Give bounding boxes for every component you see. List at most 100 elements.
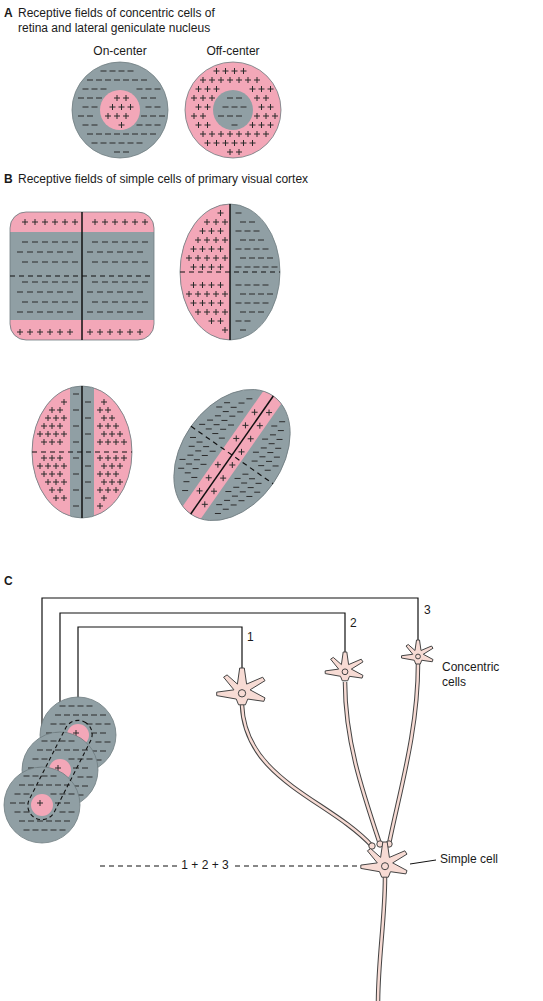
minus-sign [258, 465, 264, 466]
minus-sign [223, 509, 229, 510]
plus-sign [121, 455, 127, 461]
plus-sign [209, 246, 215, 252]
minus-sign [102, 302, 108, 303]
minus-sign [114, 80, 120, 81]
minus-sign [262, 439, 268, 440]
minus-sign [37, 821, 43, 822]
minus-sign [242, 474, 248, 475]
plus-sign [101, 415, 107, 421]
plus-sign [233, 435, 239, 441]
minus-sign [261, 447, 267, 448]
plus-sign [259, 86, 265, 92]
minus-sign [101, 143, 107, 144]
plus-sign [57, 329, 63, 335]
minus-sign [51, 830, 57, 831]
leader-line [410, 860, 436, 864]
plus-sign [218, 228, 224, 234]
minus-sign [110, 71, 116, 72]
plus-sign [87, 329, 93, 335]
axon-core [378, 877, 385, 1001]
dashed-axis [180, 271, 280, 272]
cell-label: Concentric cells [442, 660, 514, 690]
minus-sign [32, 302, 38, 303]
minus-sign [246, 398, 252, 399]
minus-sign [82, 750, 88, 751]
minus-sign [24, 794, 30, 795]
minus-sign [114, 134, 120, 135]
plus-sign [186, 291, 192, 297]
plus-sign [105, 487, 111, 493]
minus-sign [232, 107, 238, 108]
plus-sign [61, 431, 67, 437]
minus-sign [100, 715, 106, 716]
minus-sign [235, 478, 241, 479]
plus-sign [57, 487, 63, 493]
minus-sign [132, 242, 138, 243]
minus-sign [69, 812, 75, 813]
minus-sign [73, 474, 79, 475]
plus-sign [257, 423, 263, 429]
minus-sign [141, 80, 147, 81]
plus-sign [45, 463, 51, 469]
minus-sign [62, 282, 68, 283]
plus-sign [37, 463, 43, 469]
dashed-axis [191, 426, 273, 483]
axon [378, 877, 385, 1001]
minus-sign [62, 262, 68, 263]
minus-sign [51, 776, 57, 777]
plus-sign [268, 122, 274, 128]
minus-sign [227, 98, 233, 99]
plus-sign [250, 86, 256, 92]
plus-sign [227, 149, 233, 155]
cell-label: Simple cell [440, 852, 498, 867]
plus-sign [204, 255, 210, 261]
plus-sign [53, 479, 59, 485]
minus-sign [37, 292, 43, 293]
minus-sign [69, 794, 75, 795]
minus-sign [132, 134, 138, 135]
minus-sign [97, 312, 103, 313]
minus-sign [73, 442, 79, 443]
plus-sign [109, 479, 115, 485]
plus-sign [113, 487, 119, 493]
minus-sign [22, 262, 28, 263]
minus-sign [266, 461, 272, 462]
minus-sign [258, 294, 264, 295]
minus-sign [236, 267, 242, 268]
minus-sign [150, 134, 156, 135]
plus-sign [209, 282, 215, 288]
minus-sign [240, 330, 246, 331]
plus-sign [49, 487, 55, 493]
minus-sign [78, 706, 84, 707]
minus-sign [78, 759, 84, 760]
plus-sign [220, 475, 226, 481]
minus-sign [96, 724, 102, 725]
minus-sign [236, 321, 242, 322]
plus-sign [47, 329, 53, 335]
minus-sign [155, 107, 161, 108]
plus-sign [109, 415, 115, 421]
plus-sign [213, 219, 219, 225]
plus-sign [209, 300, 215, 306]
minus-sign [202, 455, 208, 456]
plus-sign [250, 140, 256, 146]
minus-sign [245, 303, 251, 304]
plus-sign [213, 291, 219, 297]
minus-sign [46, 821, 52, 822]
field-center [100, 90, 140, 130]
minus-sign [52, 242, 58, 243]
plus-sign [229, 462, 235, 468]
plus-sign [97, 455, 103, 461]
minus-sign [122, 262, 128, 263]
plus-sign [209, 264, 215, 270]
minus-sign [150, 116, 156, 117]
simple-cell-field [0, 342, 192, 562]
plus-sign [254, 95, 260, 101]
panel-letter: C [4, 574, 13, 589]
plus-sign [205, 122, 211, 128]
plus-sign [200, 246, 206, 252]
plus-sign [105, 423, 111, 429]
plus-sign [209, 77, 215, 83]
minus-sign [85, 482, 91, 483]
minus-sign [33, 830, 39, 831]
